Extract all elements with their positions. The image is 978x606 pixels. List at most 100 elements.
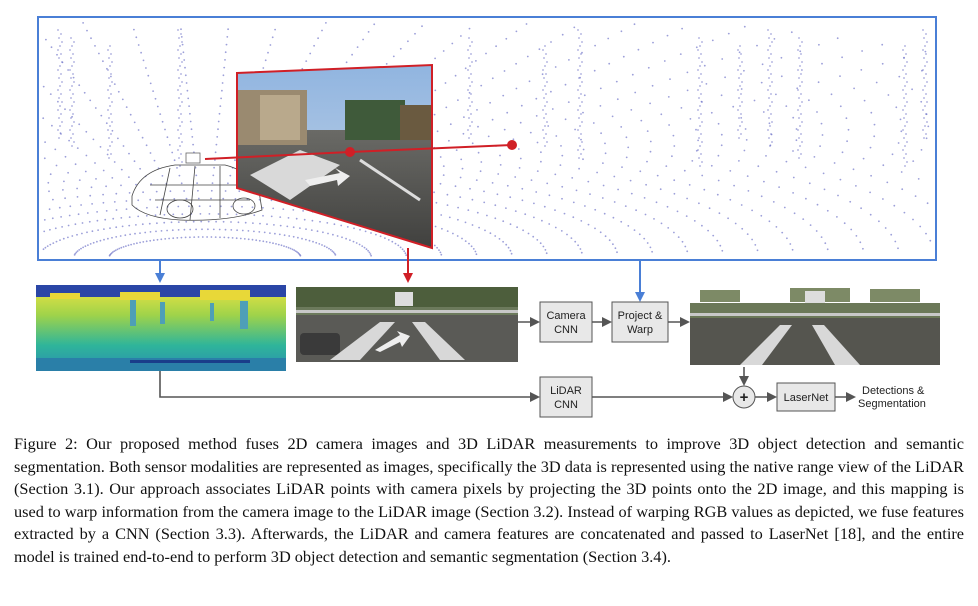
lidar-point-dot xyxy=(612,216,615,219)
lidar-point-dot xyxy=(455,149,458,152)
lidar-point-dot xyxy=(222,197,225,200)
lidar-point-dot xyxy=(272,242,274,245)
lidar-point-dot xyxy=(50,46,53,49)
lidar-point-dot xyxy=(230,205,233,208)
lidar-point-dot xyxy=(365,248,368,251)
lidar-point-dot xyxy=(145,240,148,243)
lidar-point-dot xyxy=(861,50,863,52)
lidar-point-dot xyxy=(43,230,46,233)
lidar-point-dot xyxy=(800,153,802,155)
lidar-point-dot xyxy=(196,182,199,185)
lidar-point-dot xyxy=(207,220,210,223)
lidar-point-dot xyxy=(147,74,150,77)
lidar-point-dot xyxy=(468,117,470,119)
lidar-point-dot xyxy=(301,237,303,240)
lidar-point-dot xyxy=(172,213,175,216)
lidar-point-dot xyxy=(77,213,80,216)
lidar-point-dot xyxy=(815,230,818,232)
lidar-point-dot xyxy=(655,201,658,204)
lidar-point-dot xyxy=(739,45,741,47)
lidar-point-dot xyxy=(471,198,474,201)
lidar-point-dot xyxy=(311,219,314,222)
lidar-point-dot xyxy=(542,129,544,131)
lidar-point-dot xyxy=(252,222,254,225)
lidar-point-dot xyxy=(230,221,232,223)
lidar-point-dot xyxy=(289,247,292,250)
lidar-point-dot xyxy=(262,67,265,69)
lidar-point-dot xyxy=(798,57,800,59)
lidar-point-dot xyxy=(109,65,111,67)
lidar-point-dot xyxy=(43,219,46,221)
lidar-point-dot xyxy=(184,236,187,239)
lidar-point-dot xyxy=(67,69,69,71)
lidar-point-dot xyxy=(720,133,723,136)
lidar-point-dot xyxy=(178,97,180,99)
lidar-point-dot xyxy=(329,248,332,251)
lidar-point-dot xyxy=(122,145,125,147)
lidar-point-dot xyxy=(705,83,708,85)
lidar-point-dot xyxy=(571,177,574,179)
lidar-point-dot xyxy=(121,225,124,228)
lidar-point-dot xyxy=(58,97,60,99)
lidar-point-dot xyxy=(792,116,795,119)
lidar-point-dot xyxy=(548,194,551,197)
lidar-point-dot xyxy=(137,129,140,131)
lidar-point-dot xyxy=(699,45,701,47)
lidar-point-dot xyxy=(299,227,301,230)
lidar-point-dot xyxy=(578,157,580,159)
lidar-point-dot xyxy=(489,232,492,235)
lidar-point-dot xyxy=(727,32,730,35)
lidar-point-dot xyxy=(449,123,452,126)
lidar-point-dot xyxy=(149,152,152,154)
lidar-point-dot xyxy=(592,122,595,124)
lidar-point-dot xyxy=(219,236,221,239)
lidar-point-dot xyxy=(695,46,698,49)
lidar-point-dot xyxy=(614,247,617,250)
lidar-point-dot xyxy=(881,62,884,65)
lidar-point-dot xyxy=(543,57,545,59)
lidar-point-dot xyxy=(346,226,349,228)
lidar-point-dot xyxy=(59,85,61,87)
lidar-point-dot xyxy=(459,176,462,179)
lidar-point-dot xyxy=(763,180,765,183)
lidar-point-dot xyxy=(925,73,927,75)
lidar-point-dot xyxy=(646,130,649,133)
projected-point xyxy=(345,147,355,157)
lidar-point-dot xyxy=(170,221,173,224)
lidar-point-dot xyxy=(822,172,825,175)
lidar-point-dot xyxy=(214,159,216,161)
lidar-point-dot xyxy=(573,26,576,29)
lidar-point-dot xyxy=(640,119,643,122)
lidar-point-dot xyxy=(769,45,771,47)
lidar-point-dot xyxy=(734,222,737,225)
lidar-point-dot xyxy=(439,182,442,185)
lidar-point-dot xyxy=(768,137,770,139)
lidar-point-dot xyxy=(720,94,723,97)
lidar-point-dot xyxy=(213,166,216,169)
lidar-point-dot xyxy=(587,180,590,183)
lidar-point-dot xyxy=(470,113,472,115)
lidar-point-dot xyxy=(902,129,904,131)
lidar-point-dot xyxy=(125,200,128,202)
lidar-point-dot xyxy=(120,217,123,219)
lidar-point-dot xyxy=(208,213,211,215)
lasernet-label: LaserNet xyxy=(784,392,829,404)
lidar-point-dot xyxy=(724,76,726,79)
lidar-point-dot xyxy=(801,61,803,63)
lidar-point-dot xyxy=(145,144,148,147)
lidar-point-dot xyxy=(524,213,527,216)
lidar-point-dot xyxy=(217,128,219,131)
lidar-point-dot xyxy=(95,178,97,180)
lidar-point-dot xyxy=(60,93,62,95)
lidar-point-dot xyxy=(189,112,191,115)
lidar-point-dot xyxy=(800,113,802,115)
lidar-point-dot xyxy=(651,250,653,253)
lidar-point-dot xyxy=(581,81,583,83)
lidar-point-dot xyxy=(926,61,928,63)
lidar-point-dot xyxy=(90,37,92,40)
lidar-point-dot xyxy=(925,53,927,55)
lidar-point-dot xyxy=(59,65,61,67)
lidar-point-dot xyxy=(218,112,221,115)
lidar-point-dot xyxy=(754,244,757,246)
lidar-point-dot xyxy=(536,141,539,144)
